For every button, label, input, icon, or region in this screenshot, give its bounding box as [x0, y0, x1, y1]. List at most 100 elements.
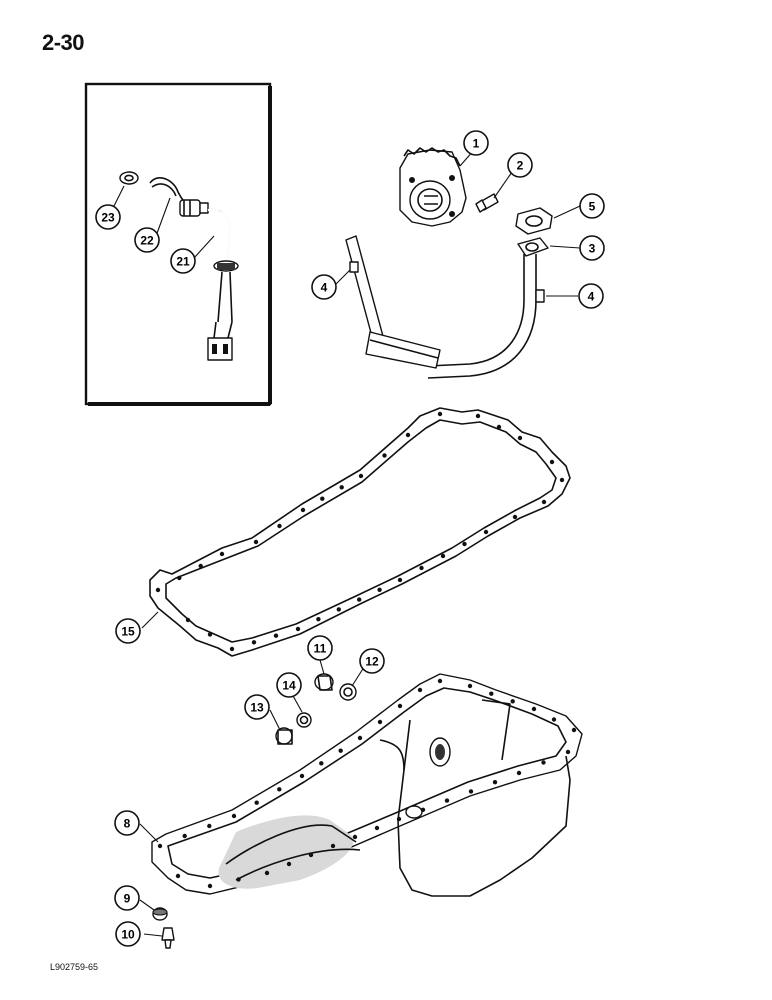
leader-lines [109, 149, 581, 937]
bolt-hole [357, 735, 363, 741]
callout-15: 15 [115, 618, 141, 644]
callout-label-1: 1 [473, 137, 480, 151]
bolt-hole [417, 687, 423, 693]
inset-frame [84, 82, 272, 406]
bolt-hole [571, 727, 577, 733]
bolt-hole [330, 843, 336, 849]
page-number: 2-30 [42, 30, 85, 55]
bolt-hole [207, 823, 212, 829]
pan-washer-14 [296, 712, 312, 728]
bolt-hole [251, 640, 257, 645]
bolt-hole [336, 607, 341, 612]
bolt-hole [286, 861, 292, 867]
bolt-hole [236, 877, 241, 882]
callout-23: 23 [95, 204, 121, 230]
bolt-hole [559, 477, 565, 483]
bolt-hole [185, 617, 191, 623]
bolt-hole [437, 411, 443, 417]
bolt-hole [462, 541, 467, 547]
bolt-hole [541, 760, 546, 765]
callout-label-21: 21 [176, 255, 190, 269]
bolt-hole [277, 523, 282, 529]
callout-9: 9 [114, 885, 140, 911]
bolt-hole [541, 499, 547, 505]
callout-label-4a: 4 [321, 281, 328, 295]
bolt-hole [405, 432, 411, 438]
callout-label-14: 14 [282, 679, 296, 693]
callout-label-23: 23 [101, 211, 115, 225]
pan-fitting-13 [275, 727, 293, 745]
bolt-hole [299, 773, 305, 779]
callout-label-22: 22 [140, 234, 154, 248]
bolt-hole [475, 413, 481, 419]
callout-11: 11 [307, 635, 333, 661]
bolt-hole [468, 789, 474, 794]
bolt-hole [517, 435, 523, 441]
bolt-hole [565, 749, 571, 755]
bolt-hole [264, 870, 270, 876]
callout-14: 14 [276, 672, 302, 698]
bolt-hole [420, 807, 426, 812]
bolt-hole [352, 834, 358, 840]
bolt-hole [177, 575, 182, 581]
drain-plug [161, 927, 175, 949]
pan-plug [152, 907, 168, 921]
bolt-hole [207, 632, 213, 637]
callout-12: 12 [359, 648, 385, 674]
pump-bolt [475, 193, 499, 213]
bolt-hole [467, 683, 473, 689]
bolt-hole [489, 691, 494, 696]
bolt-hole [382, 453, 387, 458]
bolt-hole [300, 507, 306, 513]
bolt-hole [316, 617, 321, 622]
callout-4a: 4 [311, 274, 337, 300]
callout-5: 5 [579, 193, 605, 219]
bolt-hole [496, 424, 502, 430]
bolt-hole [277, 787, 282, 792]
bolt-hole [175, 873, 181, 879]
pickup-gasket [515, 207, 553, 235]
heater-washer [119, 171, 139, 185]
bolt-hole [229, 646, 235, 652]
callout-label-3: 3 [589, 242, 596, 256]
bolt-hole [207, 883, 213, 889]
bolt-hole [319, 761, 324, 766]
bolt-hole [483, 529, 489, 535]
callout-label-9: 9 [124, 892, 131, 906]
callout-label-10: 10 [121, 928, 135, 942]
bolt-hole [219, 551, 225, 557]
callout-3: 3 [579, 235, 605, 261]
bolt-hole [155, 587, 161, 593]
callout-21: 21 [170, 248, 196, 274]
tube-bolts [349, 261, 545, 303]
bolt-hole [254, 800, 259, 805]
bolt-hole [551, 717, 557, 722]
callout-4b: 4 [578, 283, 604, 309]
bolt-hole [419, 565, 424, 571]
oil-pan [151, 673, 583, 897]
callout-10: 10 [115, 921, 141, 947]
callout-2: 2 [507, 152, 533, 178]
callout-label-15: 15 [121, 625, 135, 639]
bolt-hole [338, 748, 343, 753]
bolt-hole [510, 699, 515, 704]
bolt-hole [444, 798, 450, 803]
bolt-hole [198, 563, 203, 569]
callout-label-11: 11 [314, 642, 327, 656]
bolt-hole [308, 852, 314, 858]
callout-label-13: 13 [250, 701, 264, 715]
bolt-hole [157, 843, 163, 849]
bolt-hole [396, 816, 402, 822]
bolt-hole [397, 577, 403, 583]
bolt-hole [549, 459, 555, 465]
oil-pump [399, 147, 467, 227]
bolt-hole [440, 553, 446, 559]
bolt-hole [339, 485, 344, 490]
bolt-hole [182, 833, 187, 839]
callout-label-5: 5 [589, 200, 596, 214]
bolt-hole [273, 633, 279, 638]
pan-washer-12 [339, 683, 357, 701]
figure-code: L902759-65 [50, 962, 99, 972]
